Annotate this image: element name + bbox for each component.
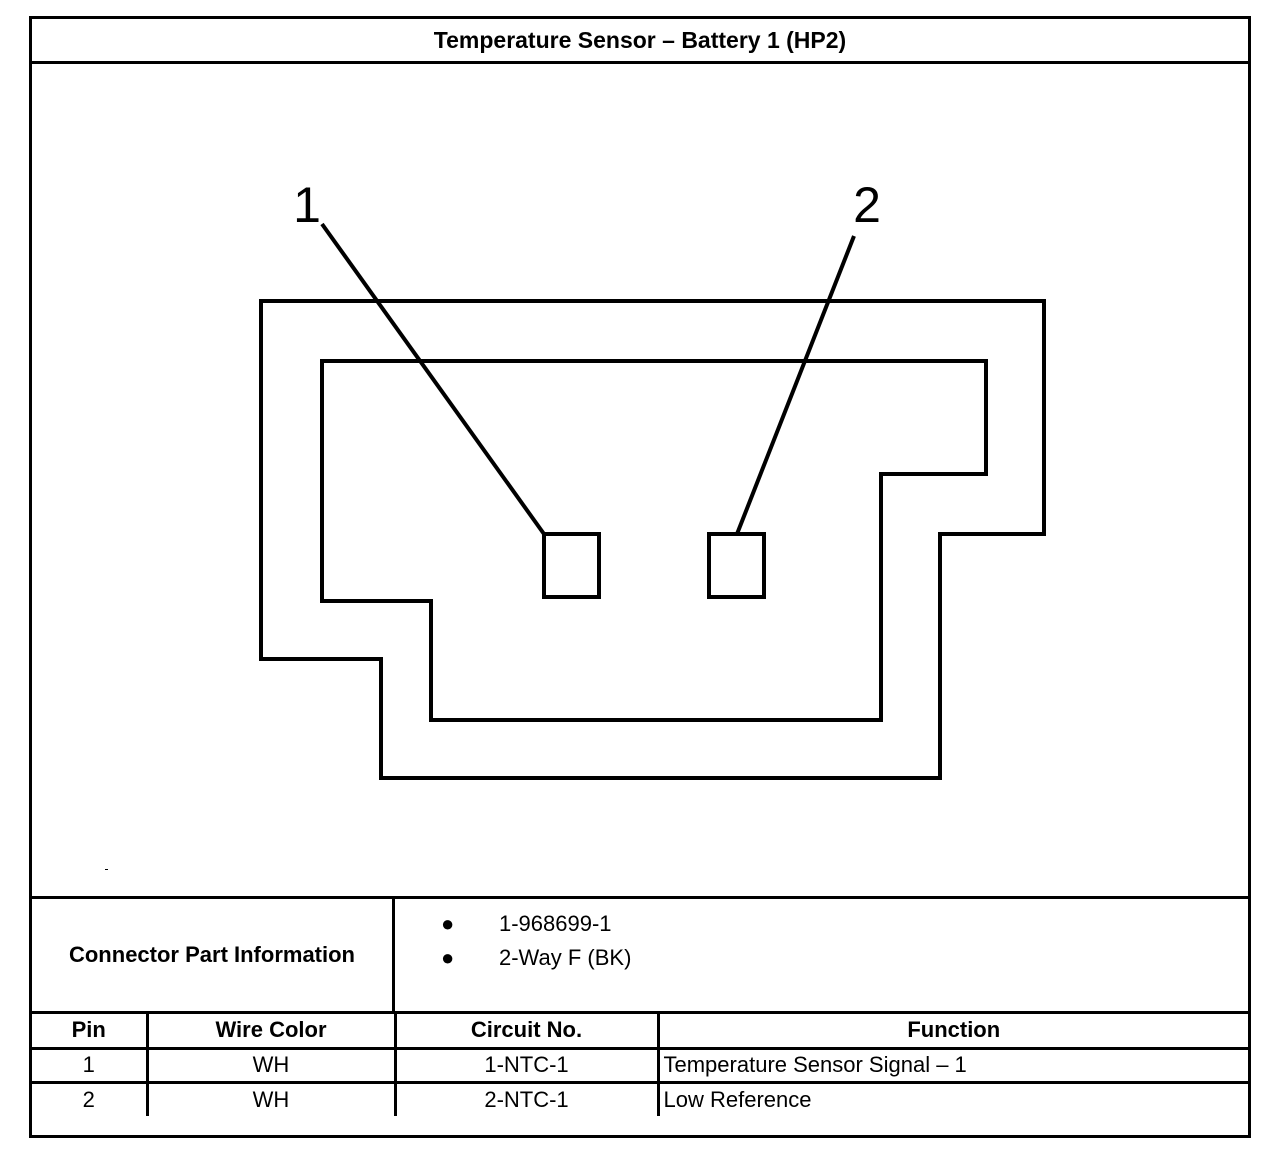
- pin-cell: 1: [32, 1046, 149, 1084]
- pin-1-leader-line: [320, 222, 546, 536]
- pin-2-callout: 2: [853, 177, 881, 233]
- bullet-icon: ●: [441, 945, 455, 970]
- function-cell: Low Reference: [656, 1080, 1248, 1116]
- header-circuit-no: Circuit No.: [393, 1014, 660, 1050]
- header-function: Function: [656, 1014, 1248, 1050]
- connector-part-info-label: Connector Part Information: [32, 899, 395, 1011]
- connector-drawing: 1 2: [32, 64, 1248, 896]
- connector-face-svg: 1 2: [105, 177, 1046, 870]
- connector-frame: Temperature Sensor – Battery 1 (HP2) 1 2…: [29, 16, 1251, 1138]
- pinout-header-row: Pin Wire Color Circuit No. Function: [32, 1014, 1248, 1050]
- outer-housing-outline: [259, 299, 1046, 780]
- pinout-table: Pin Wire Color Circuit No. Function 1 WH…: [32, 1014, 1248, 1116]
- pin-2-leader-line: [735, 235, 856, 535]
- connector-part-info-row: Connector Part Information ● 1-968699-1 …: [32, 896, 1248, 1014]
- bullet-icon: ●: [441, 911, 455, 936]
- connector-title: Temperature Sensor – Battery 1 (HP2): [32, 19, 1248, 64]
- stray-mark: [105, 869, 108, 870]
- circuit-no-cell: 1-NTC-1: [393, 1046, 660, 1084]
- pin-1-callout: 1: [293, 177, 321, 233]
- table-row: 1 WH 1-NTC-1 Temperature Sensor Signal –…: [32, 1046, 1248, 1084]
- function-cell: Temperature Sensor Signal – 1: [656, 1046, 1248, 1084]
- table-row: 2 WH 2-NTC-1 Low Reference: [32, 1080, 1248, 1116]
- pin-1-terminal: [542, 532, 601, 599]
- connector-part-info-list: ● 1-968699-1 ● 2-Way F (BK): [395, 899, 1248, 1011]
- connector-type-text: 2-Way F (BK): [499, 945, 632, 970]
- part-number-text: 1-968699-1: [499, 911, 612, 936]
- wire-color-cell: WH: [145, 1080, 397, 1116]
- circuit-no-cell: 2-NTC-1: [393, 1080, 660, 1116]
- header-wire-color: Wire Color: [145, 1014, 397, 1050]
- wire-color-cell: WH: [145, 1046, 397, 1084]
- header-pin: Pin: [32, 1014, 149, 1050]
- inner-cavity-outline: [320, 359, 988, 722]
- pin-cell: 2: [32, 1080, 149, 1116]
- pin-2-terminal: [707, 532, 766, 599]
